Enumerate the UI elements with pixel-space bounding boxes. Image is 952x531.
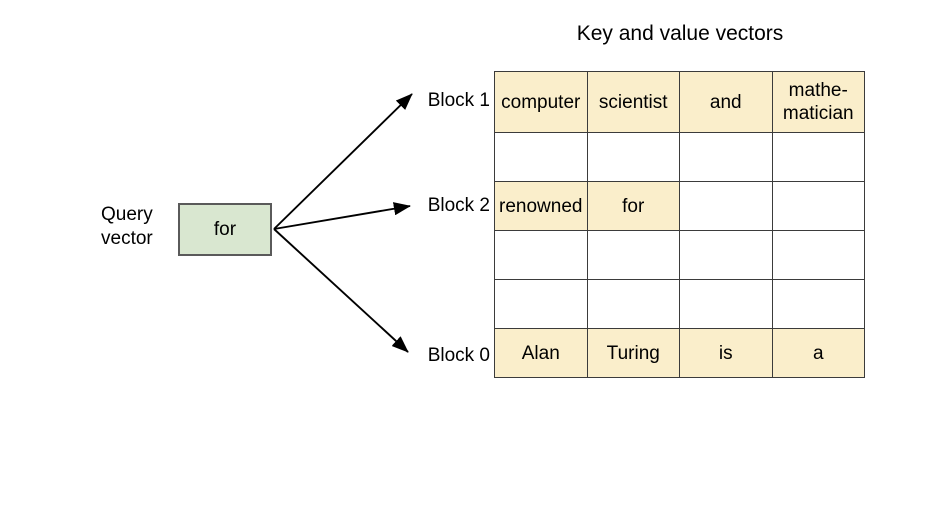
- table-cell-empty: [586, 279, 680, 329]
- table-cell-empty: [586, 132, 680, 182]
- query-vector-label: Query vector: [101, 203, 173, 251]
- table-cell-line: a: [812, 342, 824, 364]
- table-cell-token: Turing: [586, 328, 680, 378]
- table-cell-empty: [679, 132, 773, 182]
- table-cell-token: scientist: [586, 71, 680, 133]
- table-cell-empty: [679, 279, 773, 329]
- table-cell-token: a: [771, 328, 865, 378]
- table-cell-token: mathe-matician: [771, 71, 865, 133]
- table-cell-line: and: [709, 91, 742, 113]
- table-row: [494, 132, 865, 182]
- table-cell-empty: [586, 230, 680, 280]
- query-vector-label-line1: Query: [101, 204, 153, 225]
- table-cell-empty: [771, 132, 865, 182]
- key-value-vector-table: computer scientist and mathe-matician renown…: [494, 71, 865, 378]
- arrow-to-block-2: [273, 202, 411, 230]
- table-cell-empty: [771, 181, 865, 231]
- table-row: Alan Turing is a: [494, 328, 865, 378]
- table-row: computer scientist and mathe-matician: [494, 71, 865, 133]
- table-cell-line: for: [622, 195, 645, 217]
- diagram-title: Key and value vectors: [576, 22, 784, 45]
- table-row: renowned for: [494, 181, 865, 231]
- table-cell-empty: [494, 279, 588, 329]
- table-cell-empty: [679, 181, 773, 231]
- table-cell-token: for: [586, 181, 680, 231]
- table-cell-line: computer: [501, 91, 581, 113]
- query-vector-box[interactable]: for: [178, 203, 272, 256]
- table-row: [494, 279, 865, 329]
- table-cell-line: mathe-: [788, 80, 848, 101]
- table-row: [494, 230, 865, 280]
- table-cell-line: matician: [782, 103, 854, 124]
- table-cell-empty: [771, 230, 865, 280]
- table-cell-empty: [679, 230, 773, 280]
- table-cell-line: is: [718, 342, 733, 364]
- table-cell-line: renowned: [499, 195, 583, 217]
- table-cell-token: is: [679, 328, 773, 378]
- table-cell-token: renowned: [494, 181, 588, 231]
- block-label-block-2: Block 2: [427, 195, 490, 216]
- table-cell-line: Alan: [521, 342, 560, 364]
- table-cell-empty: [771, 279, 865, 329]
- table-cell-token: Alan: [494, 328, 588, 378]
- block-label-block-1: Block 1: [427, 90, 490, 111]
- table-cell-token: and: [679, 71, 773, 133]
- query-vector-token: for: [213, 218, 237, 240]
- table-cell-empty: [494, 230, 588, 280]
- block-label-block-0: Block 0: [427, 345, 490, 366]
- table-cell-token: computer: [494, 71, 588, 133]
- table-cell-empty: [494, 132, 588, 182]
- arrow-to-block-1: [273, 93, 413, 230]
- query-vector-label-line2: vector: [101, 228, 153, 249]
- table-cell-line: scientist: [598, 91, 668, 113]
- table-cell-line: Turing: [606, 342, 660, 364]
- arrow-to-block-0: [273, 228, 409, 353]
